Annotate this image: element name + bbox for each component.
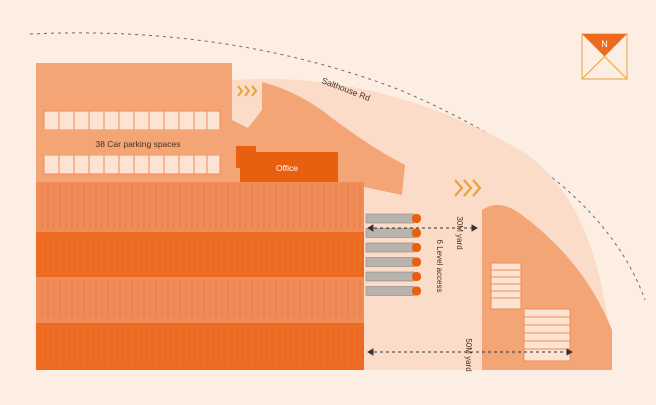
- level-access-label: 6 Level access: [435, 240, 444, 293]
- dock-door: [412, 272, 421, 281]
- dock-door: [412, 228, 421, 238]
- right-parking-upper: [490, 262, 522, 310]
- dock-door: [412, 257, 421, 267]
- compass-label: N: [601, 39, 608, 49]
- loading-bay: [365, 257, 415, 267]
- loading-bay: [365, 213, 415, 224]
- entrance-chevron-icon: [454, 179, 482, 197]
- north-arrow-icon: N: [581, 33, 628, 80]
- loading-bay: [365, 271, 415, 282]
- warehouse-building: [36, 182, 364, 370]
- office-label: Office: [276, 163, 298, 173]
- office-building: [236, 146, 338, 182]
- car-parking-label: 38 Car parking spaces: [95, 139, 180, 149]
- yard-50m-label: 50M yard: [464, 338, 473, 371]
- road-boundary-line: [29, 32, 646, 301]
- loading-bay: [365, 286, 415, 296]
- entrance-chevron-icon: [237, 85, 258, 97]
- dock-door: [412, 286, 421, 296]
- parking-spaces-bottom: [43, 154, 221, 175]
- parking-spaces-top: [43, 110, 221, 131]
- right-site-area: [482, 205, 612, 370]
- parking-aisle: [44, 130, 220, 155]
- dock-door: [412, 243, 421, 252]
- yard-30m-label: 30M yard: [455, 216, 464, 249]
- loading-bay: [365, 242, 415, 253]
- loading-bays: [365, 213, 421, 296]
- yard-50m-dimension: [367, 348, 573, 356]
- right-parking-lower: [523, 308, 571, 362]
- yard-30m-dimension: [367, 224, 478, 232]
- dock-door: [412, 214, 421, 223]
